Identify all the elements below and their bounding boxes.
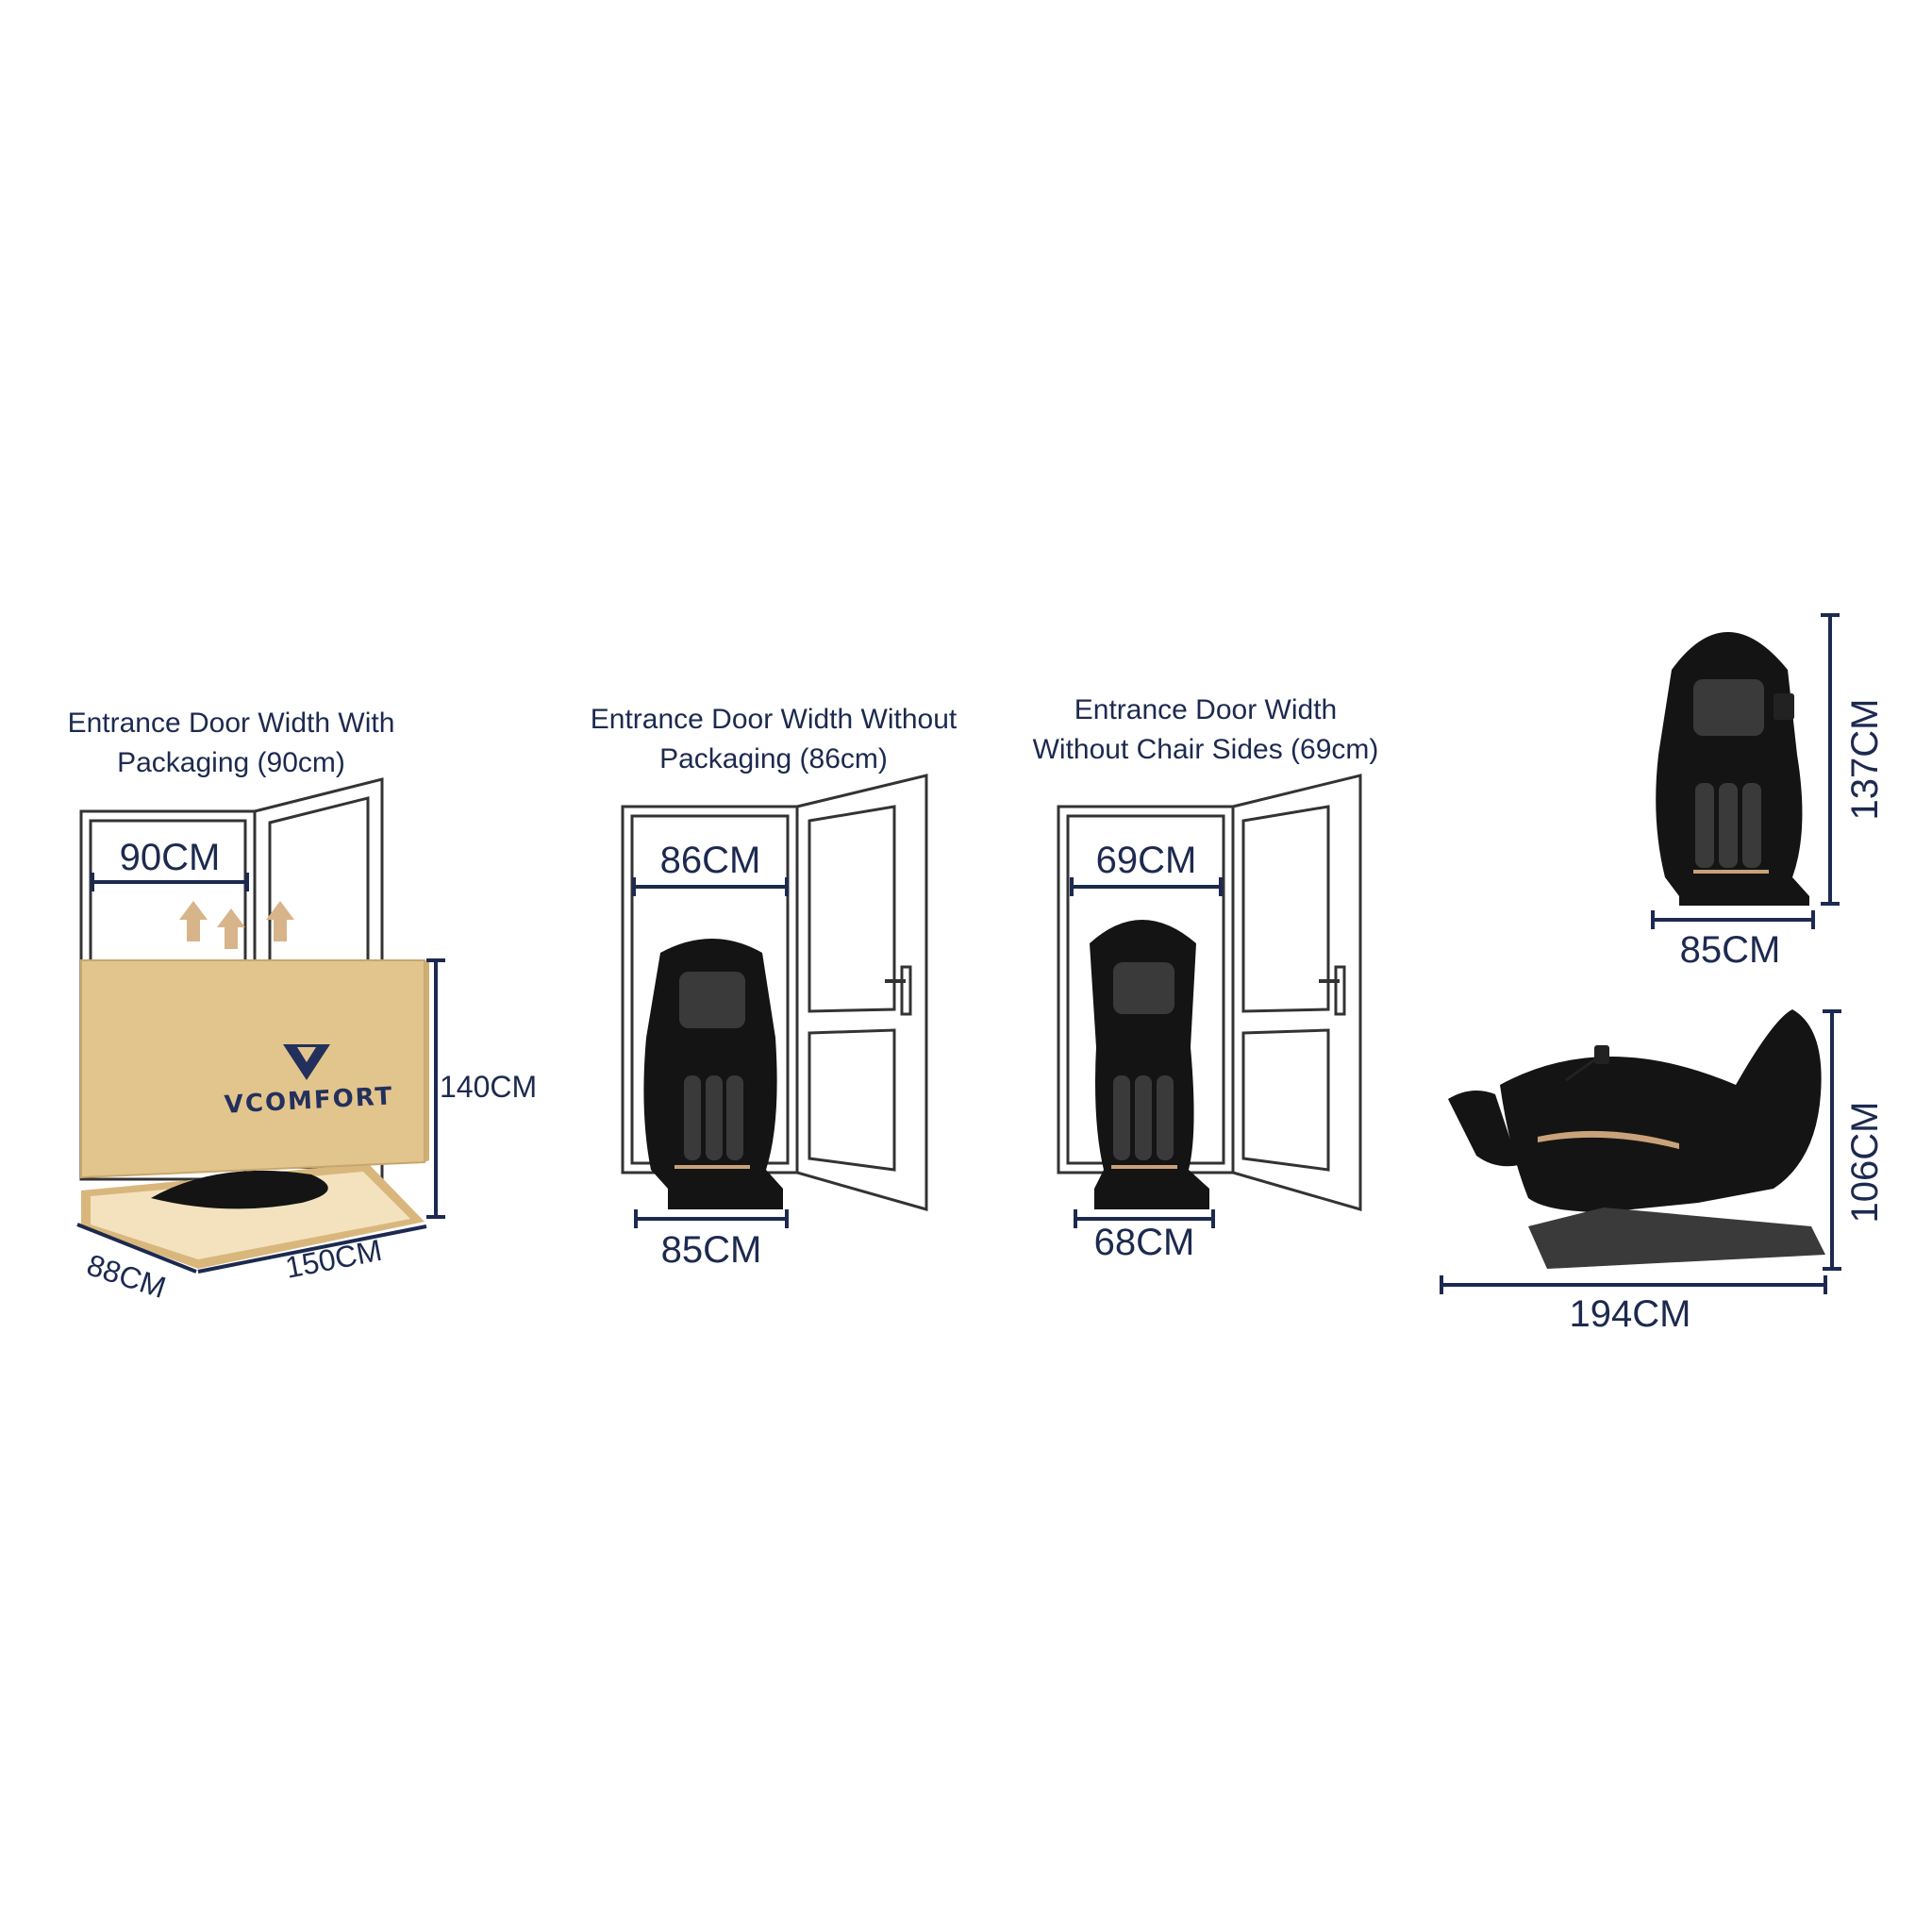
caption-line-1: Entrance Door Width <box>1074 694 1337 725</box>
front-width-label: 85CM <box>1680 929 1781 971</box>
caption-line-2: Without Chair Sides (69cm) <box>1033 734 1379 765</box>
box-height-label: 140CM <box>440 1070 537 1104</box>
massage-chair-front-no-sides <box>1090 920 1209 1209</box>
door-handle-icon <box>885 965 912 1016</box>
caption-line-1: Entrance Door Width Without <box>591 704 958 735</box>
packed-chair <box>151 1170 328 1209</box>
box-length-line <box>197 1224 427 1274</box>
massage-chair-front <box>643 939 783 1209</box>
door-width-label: 69CM <box>1096 840 1197 881</box>
shipping-box <box>80 959 425 1179</box>
panel-without-chair-sides: Entrance Door Width Without Chair Sides … <box>1033 694 1379 1263</box>
caption-line-1: Entrance Door Width With <box>68 708 395 739</box>
door-handle-icon <box>1319 965 1346 1016</box>
remote-icon <box>1774 693 1794 720</box>
door-width-label: 86CM <box>660 840 761 881</box>
caption-line-2: Packaging (86cm) <box>659 743 888 774</box>
chair-side-view <box>1500 1009 1822 1212</box>
side-view: 106CM 194CM <box>1440 1009 1886 1335</box>
front-view: 137CM 85CM <box>1651 613 1886 971</box>
caption-line-2: Packaging (90cm) <box>117 747 345 778</box>
side-height-label: 106CM <box>1844 1102 1886 1224</box>
chair-width-label: 85CM <box>661 1229 762 1271</box>
panel-with-packaging: Entrance Door Width With Packaging (90cm… <box>68 708 538 1305</box>
door-width-label: 90CM <box>120 837 221 878</box>
front-height-label: 137CM <box>1844 699 1886 821</box>
chair-width-label: 68CM <box>1094 1222 1195 1263</box>
panel-without-packaging: Entrance Door Width Without Packaging (8… <box>591 704 958 1271</box>
vcomfort-logo-icon <box>283 1044 330 1080</box>
lift-arrows-icon <box>179 901 294 949</box>
side-length-label: 194CM <box>1570 1293 1691 1335</box>
box-depth-line <box>76 1223 197 1274</box>
